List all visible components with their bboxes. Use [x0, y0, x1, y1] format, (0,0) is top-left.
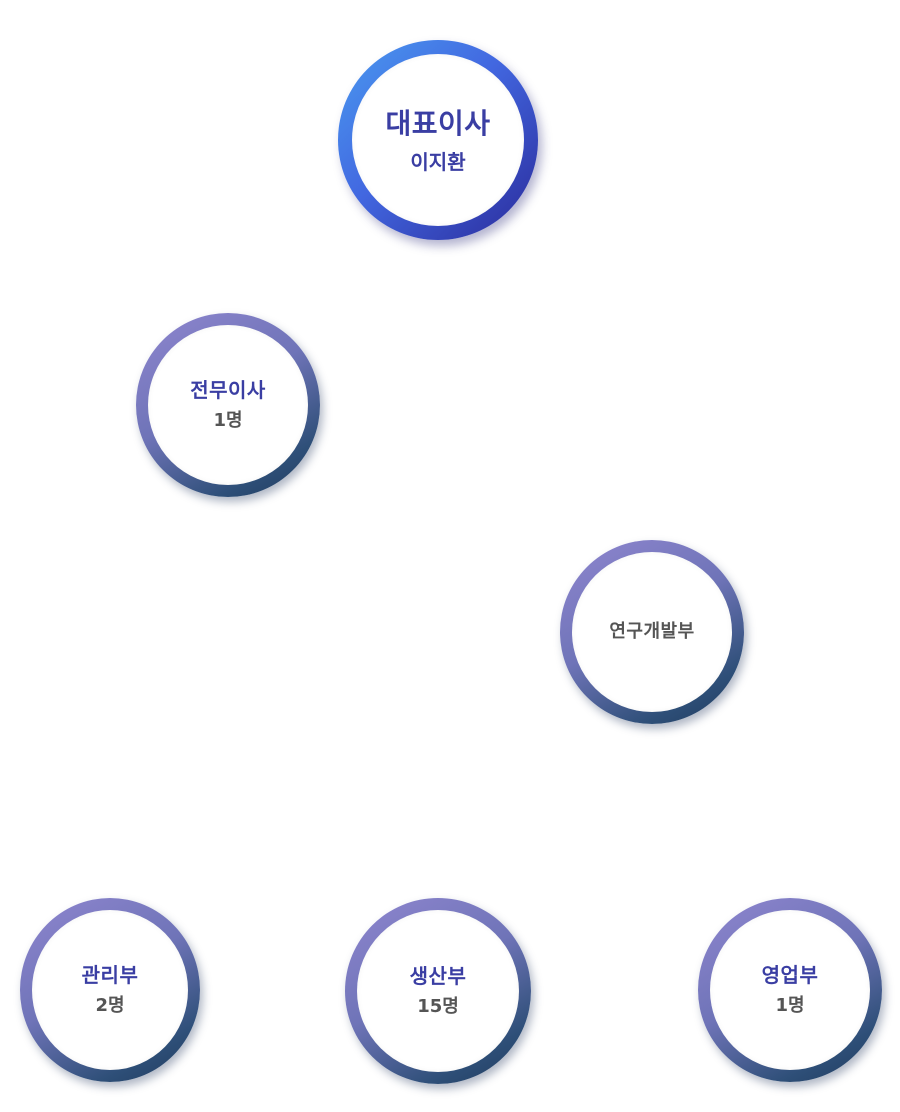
sales-count: 1명 — [775, 994, 805, 1016]
rnd-title: 연구개발부 — [609, 620, 695, 642]
node-executive-director: 전무이사 1명 — [136, 313, 320, 497]
node-ceo-inner: 대표이사 이지환 — [352, 54, 524, 226]
sales-title: 영업부 — [761, 962, 819, 987]
production-title: 생산부 — [409, 963, 467, 988]
ceo-name: 이지환 — [410, 149, 466, 174]
node-ceo: 대표이사 이지환 — [338, 40, 538, 240]
node-rnd-department-inner: 연구개발부 — [572, 552, 732, 712]
node-production-department: 생산부 15명 — [345, 898, 531, 1084]
node-admin-department-inner: 관리부 2명 — [32, 910, 188, 1070]
production-count: 15명 — [417, 995, 459, 1017]
director-count: 1명 — [213, 409, 243, 431]
node-sales-department-inner: 영업부 1명 — [710, 910, 870, 1070]
node-rnd-department: 연구개발부 — [560, 540, 744, 724]
node-production-department-inner: 생산부 15명 — [357, 910, 519, 1072]
admin-count: 2명 — [95, 994, 125, 1016]
node-executive-director-inner: 전무이사 1명 — [148, 325, 308, 485]
ceo-title: 대표이사 — [385, 106, 491, 140]
director-title: 전무이사 — [190, 377, 266, 402]
node-sales-department: 영업부 1명 — [698, 898, 882, 1082]
admin-title: 관리부 — [81, 962, 139, 987]
node-admin-department: 관리부 2명 — [20, 898, 200, 1082]
